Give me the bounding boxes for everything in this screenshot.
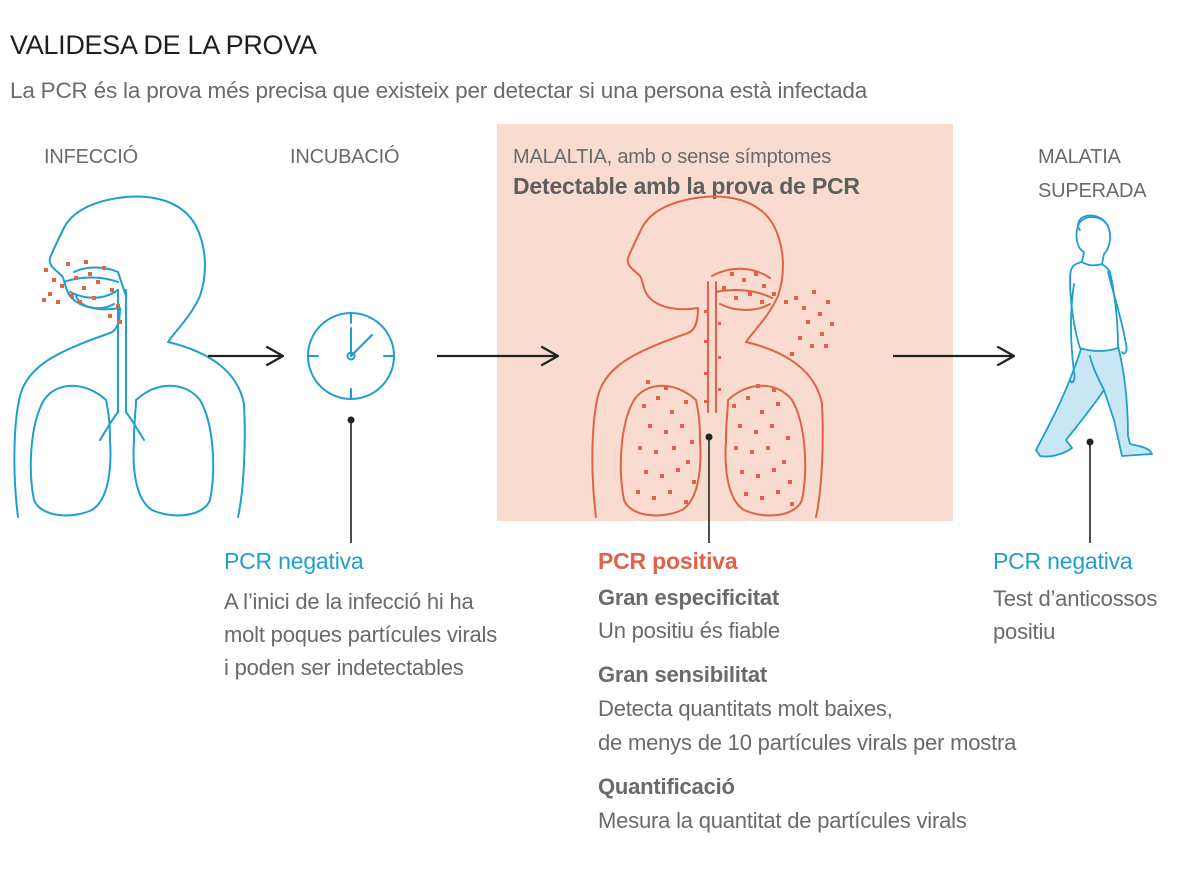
page-subtitle: La PCR és la prova més precisa que exist… [10, 78, 868, 103]
stage-label-incubation: INCUBACIÓ [290, 146, 400, 168]
point-text-quantification: Mesura la quantitat de partícules virals [598, 808, 967, 833]
stage-label-illness: MALALTIA, amb o sense símptomes [513, 146, 831, 168]
detectable-caption: Detectable amb la prova de PCR [513, 173, 860, 199]
point-text-sensitivity-2: de menys de 10 partícules virals per mos… [598, 730, 1017, 755]
point-heading-quantification: Quantificació [598, 774, 735, 799]
point-heading-specificity: Gran especificitat [598, 585, 780, 610]
result-text-recovered-2: positiu [993, 619, 1056, 644]
result-title-recovered: PCR negativa [993, 548, 1133, 574]
virus-particles-infection [42, 260, 122, 324]
stage-label-recovered-line2: SUPERADA [1038, 180, 1147, 202]
result-text-incubation-2: molt poques partícules virals [224, 622, 497, 647]
result-text-incubation-3: i poden ser indetectables [224, 655, 464, 680]
point-text-sensitivity-1: Detecta quantitats molt baixes, [598, 696, 893, 721]
stage-label-infection: INFECCIÓ [44, 146, 138, 168]
connector-dots [347, 416, 1094, 446]
point-text-specificity: Un positiu és fiable [598, 618, 780, 643]
body-respiratory-red-icon [591, 195, 824, 518]
result-title-illness: PCR positiva [598, 548, 738, 574]
body-respiratory-blue-icon [13, 195, 246, 518]
result-text-recovered-1: Test d’anticossos [993, 586, 1158, 611]
clock-icon [307, 312, 395, 400]
result-text-incubation-1: A l’inici de la infecció hi ha [224, 589, 474, 614]
stage-label-recovered-line1: MALATIA [1038, 146, 1121, 168]
connector-lines [350, 420, 1091, 543]
result-title-incubation: PCR negativa [224, 548, 364, 574]
virus-particles-illness [636, 272, 834, 506]
page-title: VALIDESA DE LA PROVA [10, 30, 317, 60]
point-heading-sensitivity: Gran sensibilitat [598, 662, 767, 687]
walking-person-icon [1035, 214, 1153, 458]
